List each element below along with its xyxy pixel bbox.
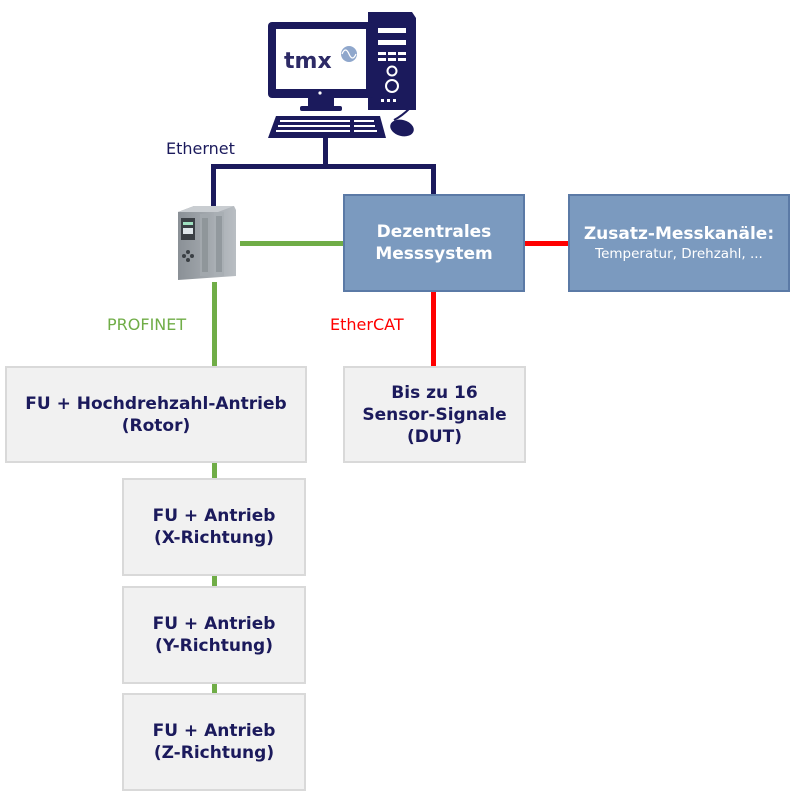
drive-z-line2: (Z-Richtung)	[153, 743, 275, 763]
drive-y-line1: FU + Antrieb	[152, 614, 276, 634]
drive-z-line1: FU + Antrieb	[152, 721, 276, 741]
ethernet-line-to-plc	[211, 164, 216, 206]
ethernet-line-horizontal	[211, 164, 436, 169]
drive-box-y: FU + Antrieb (Y-Richtung)	[122, 586, 306, 684]
extra-channels-title: Zusatz-Messkanäle:	[583, 224, 775, 244]
measurement-system-line1: Dezentrales	[376, 222, 492, 242]
drive-rotor-line2: (Rotor)	[121, 415, 191, 436]
drive-box-rotor: FU + Hochdrehzahl-Antrieb (Rotor)	[5, 366, 307, 463]
profinet-label: PROFINET	[107, 315, 187, 334]
drive-box-z: FU + Antrieb (Z-Richtung)	[122, 693, 306, 791]
drive-x-line2: (X-Richtung)	[154, 528, 274, 548]
drive-y-line2: (Y-Richtung)	[154, 636, 273, 656]
drive-rotor-line1: FU + Hochdrehzahl-Antrieb	[25, 393, 287, 414]
ethernet-line-to-measurement	[431, 164, 436, 196]
ethernet-line-trunk	[323, 138, 328, 168]
tmx-logo: tmx	[284, 49, 332, 74]
profinet-line-rotor-to-x	[212, 462, 217, 479]
extra-channels-subtitle: Temperatur, Drehzahl, ...	[595, 246, 763, 262]
plc-controller-icon	[178, 206, 236, 280]
ethercat-line-measurement-to-extra	[524, 241, 569, 246]
profinet-line-plc-to-rotor	[212, 282, 217, 367]
ethernet-label: Ethernet	[166, 139, 235, 158]
drive-box-x: FU + Antrieb (X-Richtung)	[122, 478, 306, 576]
mouse-icon	[390, 119, 414, 137]
profinet-line-x-to-y	[212, 575, 217, 587]
measurement-system-line2: Messsystem	[375, 244, 493, 264]
sensor-signals-box: Bis zu 16 Sensor-Signale (DUT)	[343, 366, 526, 463]
desktop-computer-icon: tmx	[268, 12, 416, 138]
profinet-line-plc-to-measurement	[240, 241, 344, 246]
extra-channels-box: Zusatz-Messkanäle: Temperatur, Drehzahl,…	[568, 194, 790, 292]
sensor-signals-line2: Sensor-Signale	[362, 404, 507, 425]
measurement-system-box: Dezentrales Messsystem	[343, 194, 525, 292]
sensor-signals-line1: Bis zu 16	[391, 382, 478, 403]
ethercat-line-measurement-to-sensors	[431, 291, 436, 367]
profinet-line-y-to-z	[212, 683, 217, 694]
drive-x-line1: FU + Antrieb	[152, 506, 276, 526]
sensor-signals-line3: (DUT)	[406, 426, 463, 447]
ethercat-label: EtherCAT	[330, 315, 404, 334]
